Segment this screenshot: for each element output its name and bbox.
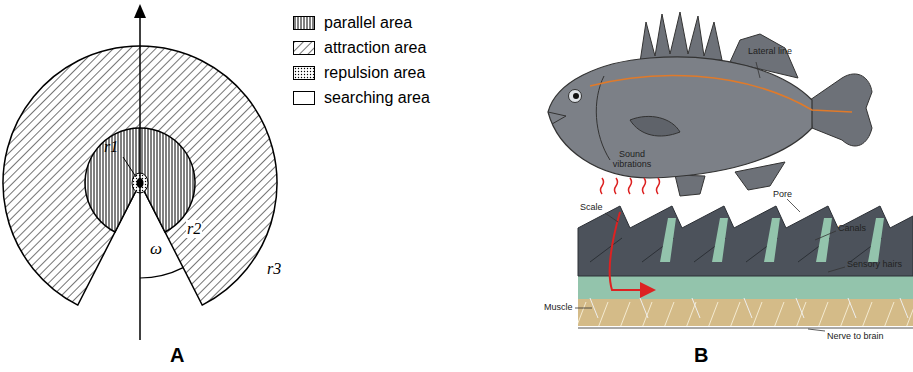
legend-swatch: [293, 41, 315, 55]
legend-row: repulsion area: [293, 64, 425, 82]
fish: [548, 12, 872, 196]
part-name: Nerve to brain: [827, 332, 884, 342]
legend-swatch: [293, 66, 315, 80]
panel-letter: B: [694, 344, 708, 366]
legend-row: parallel area: [293, 14, 412, 32]
legend-row: searching area: [293, 89, 430, 107]
part-name: Canals: [838, 224, 866, 234]
radius-label: r2: [186, 220, 202, 238]
legend-swatch: [293, 91, 315, 105]
part-name: Sound vibrations: [606, 150, 658, 170]
legend-text: attraction area: [324, 39, 426, 57]
legend-swatch: [293, 16, 315, 30]
panel-letter: A: [170, 344, 184, 366]
part-name: Scale: [580, 203, 603, 213]
zone-diagram: [3, 4, 277, 340]
part-name: Muscle: [544, 303, 573, 313]
legend-text: searching area: [324, 89, 430, 107]
angle-label: ω: [149, 240, 163, 259]
lateral-line-section: [575, 178, 913, 331]
legend-text: repulsion area: [324, 64, 425, 82]
legend-text: parallel area: [324, 14, 412, 32]
part-name: Pore: [773, 190, 792, 200]
legend-row: attraction area: [293, 39, 426, 57]
part-name: Sensory hairs: [847, 260, 902, 270]
part-name: Lateral line: [748, 47, 792, 57]
radius-label: r1: [104, 138, 118, 156]
radius-label: r3: [266, 260, 282, 278]
